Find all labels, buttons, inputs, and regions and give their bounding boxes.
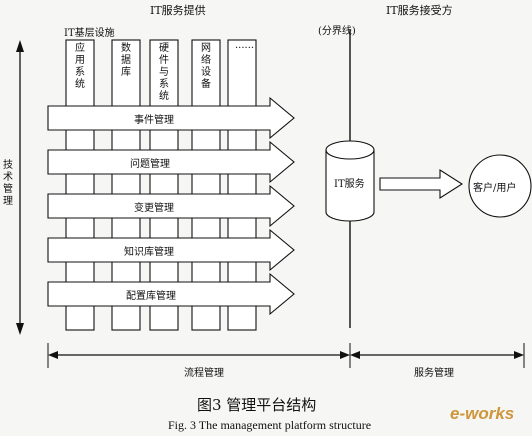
- column-label-app: 应用系统: [75, 43, 85, 90]
- caption-cn: 图3 管理平台结构: [197, 396, 317, 414]
- label-change: 变更管理: [134, 203, 174, 214]
- column-label-network: 网络设备: [201, 43, 211, 90]
- label-knowledge: 知识库管理: [124, 247, 174, 258]
- column-label-db: 数据库: [121, 43, 131, 78]
- label-config: 配置库管理: [126, 291, 176, 302]
- column-label-hardware: 硬件与系统: [159, 43, 169, 102]
- it-service-label: IT服务: [334, 179, 365, 190]
- arrow-knowledge: [47, 228, 295, 272]
- arrow-to-client: [379, 168, 464, 200]
- process-arrows: [47, 96, 295, 316]
- label-problem: 问题管理: [130, 159, 170, 170]
- e-works-logo: e-works: [450, 404, 515, 423]
- arrow-problem: [47, 140, 295, 184]
- arrow-change: [47, 184, 295, 228]
- bottom-axis: [47, 343, 525, 368]
- receiver-header: IT服务接受方: [386, 4, 453, 17]
- label-incident: 事件管理: [134, 115, 174, 126]
- service-management-label: 服务管理: [414, 368, 454, 379]
- it-service-cylinder: [325, 140, 375, 222]
- arrow-config: [47, 272, 295, 316]
- arrow-incident: [47, 96, 295, 140]
- infrastructure-label: IT基层设施: [64, 28, 115, 39]
- boundary-label: (分界线): [318, 26, 356, 37]
- technical-management-label: 技术管理: [3, 160, 13, 207]
- process-management-label: 流程管理: [184, 368, 224, 379]
- provider-header: IT服务提供: [150, 4, 206, 17]
- technical-management-axis: [16, 40, 24, 335]
- caption-en: Fig. 3 The management platform structure: [168, 418, 372, 432]
- column-label-more: ······: [235, 43, 255, 54]
- client-label: 客户/用户: [473, 183, 517, 194]
- client-circle: [468, 154, 532, 218]
